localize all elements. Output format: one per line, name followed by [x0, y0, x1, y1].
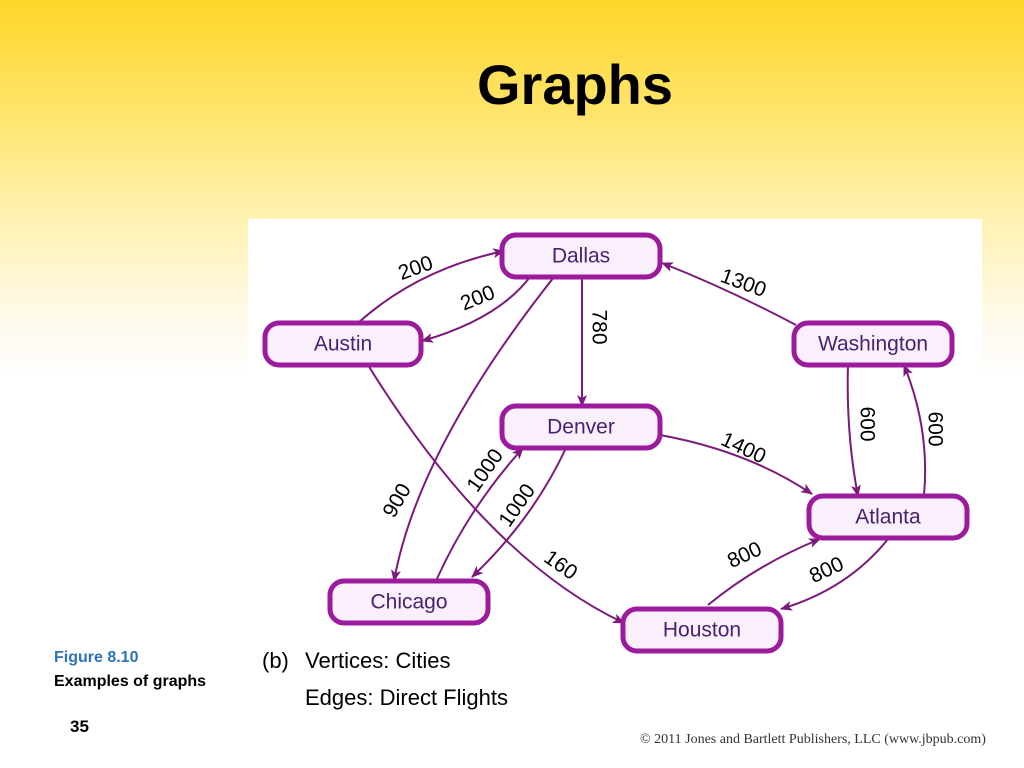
figure-caption-text: Examples of graphs — [54, 673, 207, 690]
edge-austin-houston — [367, 364, 625, 624]
node-label-chicago: Chicago — [370, 591, 447, 614]
edge-austin-dallas — [357, 248, 505, 324]
edges-caption: Edges: Direct Flights — [305, 685, 508, 710]
node-houston: Houston — [620, 606, 784, 654]
edge-weight-atlanta-washington: 600 — [923, 411, 946, 446]
node-box-houston — [620, 606, 784, 654]
node-denver: Denver — [499, 403, 663, 451]
slide-title: Graphs — [476, 53, 674, 116]
edge-weight-chicago-denver: 1000 — [462, 445, 508, 496]
edge-weight-houston-atlanta: 800 — [724, 537, 765, 573]
edge-denver-atlanta — [659, 434, 813, 495]
node-chicago: Chicago — [327, 578, 491, 626]
edge-denver-chicago — [471, 447, 567, 578]
node-austin: Austin — [262, 320, 424, 368]
node-box-dallas — [499, 232, 663, 280]
page-number: 35 — [70, 717, 89, 736]
node-label-austin: Austin — [314, 333, 372, 356]
edge-washington-atlanta — [846, 364, 861, 497]
vertices-caption: Vertices: Cities — [305, 648, 451, 673]
node-box-atlanta — [806, 493, 970, 541]
edge-weight-washington-dallas: 1300 — [717, 264, 769, 302]
edge-houston-atlanta — [707, 538, 821, 606]
edge-atlanta-washington — [903, 364, 927, 496]
node-label-dallas: Dallas — [552, 245, 610, 268]
edge-atlanta-houston — [780, 538, 889, 611]
edge-weight-washington-atlanta: 600 — [855, 406, 878, 441]
edge-dallas-austin — [421, 276, 531, 343]
node-label-houston: Houston — [663, 619, 741, 642]
edge-weight-dallas-chicago: 900 — [378, 480, 415, 522]
node-label-washington: Washington — [818, 333, 928, 356]
edge-weight-austin-dallas: 200 — [395, 251, 436, 285]
node-dallas: Dallas — [499, 232, 663, 280]
edge-weight-denver-atlanta: 1400 — [717, 428, 769, 469]
node-atlanta: Atlanta — [806, 493, 970, 541]
edge-weight-dallas-denver: 780 — [587, 309, 610, 344]
edge-weight-austin-houston: 160 — [540, 546, 582, 585]
edge-washington-dallas — [661, 262, 797, 326]
node-box-washington — [791, 320, 955, 368]
edge-dallas-chicago — [391, 276, 555, 582]
copyright-notice: © 2011 Jones and Bartlett Publishers, LL… — [640, 732, 986, 747]
node-box-denver — [499, 403, 663, 451]
node-washington: Washington — [791, 320, 955, 368]
node-label-denver: Denver — [547, 416, 615, 439]
figure-part-label: (b) — [262, 648, 289, 673]
node-box-chicago — [327, 578, 491, 626]
edge-chicago-denver — [435, 447, 524, 582]
figure-caption-label: Figure 8.10 — [54, 649, 139, 666]
node-label-atlanta: Atlanta — [855, 506, 921, 529]
node-box-austin — [262, 320, 424, 368]
